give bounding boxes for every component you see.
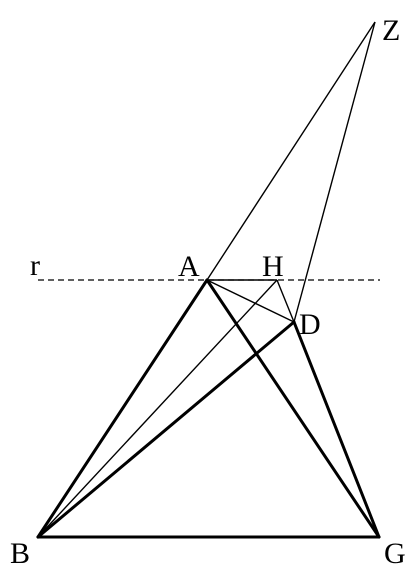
segment-B-D	[36, 320, 296, 539]
label-B: B	[10, 537, 30, 565]
label-G: G	[384, 537, 406, 565]
segment-A-D	[206, 279, 295, 323]
label-A: A	[178, 250, 200, 283]
label-D: D	[299, 308, 321, 341]
segment-A-G	[205, 278, 381, 539]
label-Z: Z	[382, 14, 400, 47]
segment-B-H	[37, 279, 278, 538]
segment-A-B	[36, 278, 209, 539]
segment-A-Z	[206, 21, 376, 281]
segment-D-G	[292, 320, 381, 539]
thick-lines	[36, 278, 381, 539]
label-r: r	[30, 249, 40, 282]
segment-Z-D	[293, 21, 376, 323]
segment-H-D	[276, 279, 295, 323]
label-H: H	[262, 250, 284, 283]
